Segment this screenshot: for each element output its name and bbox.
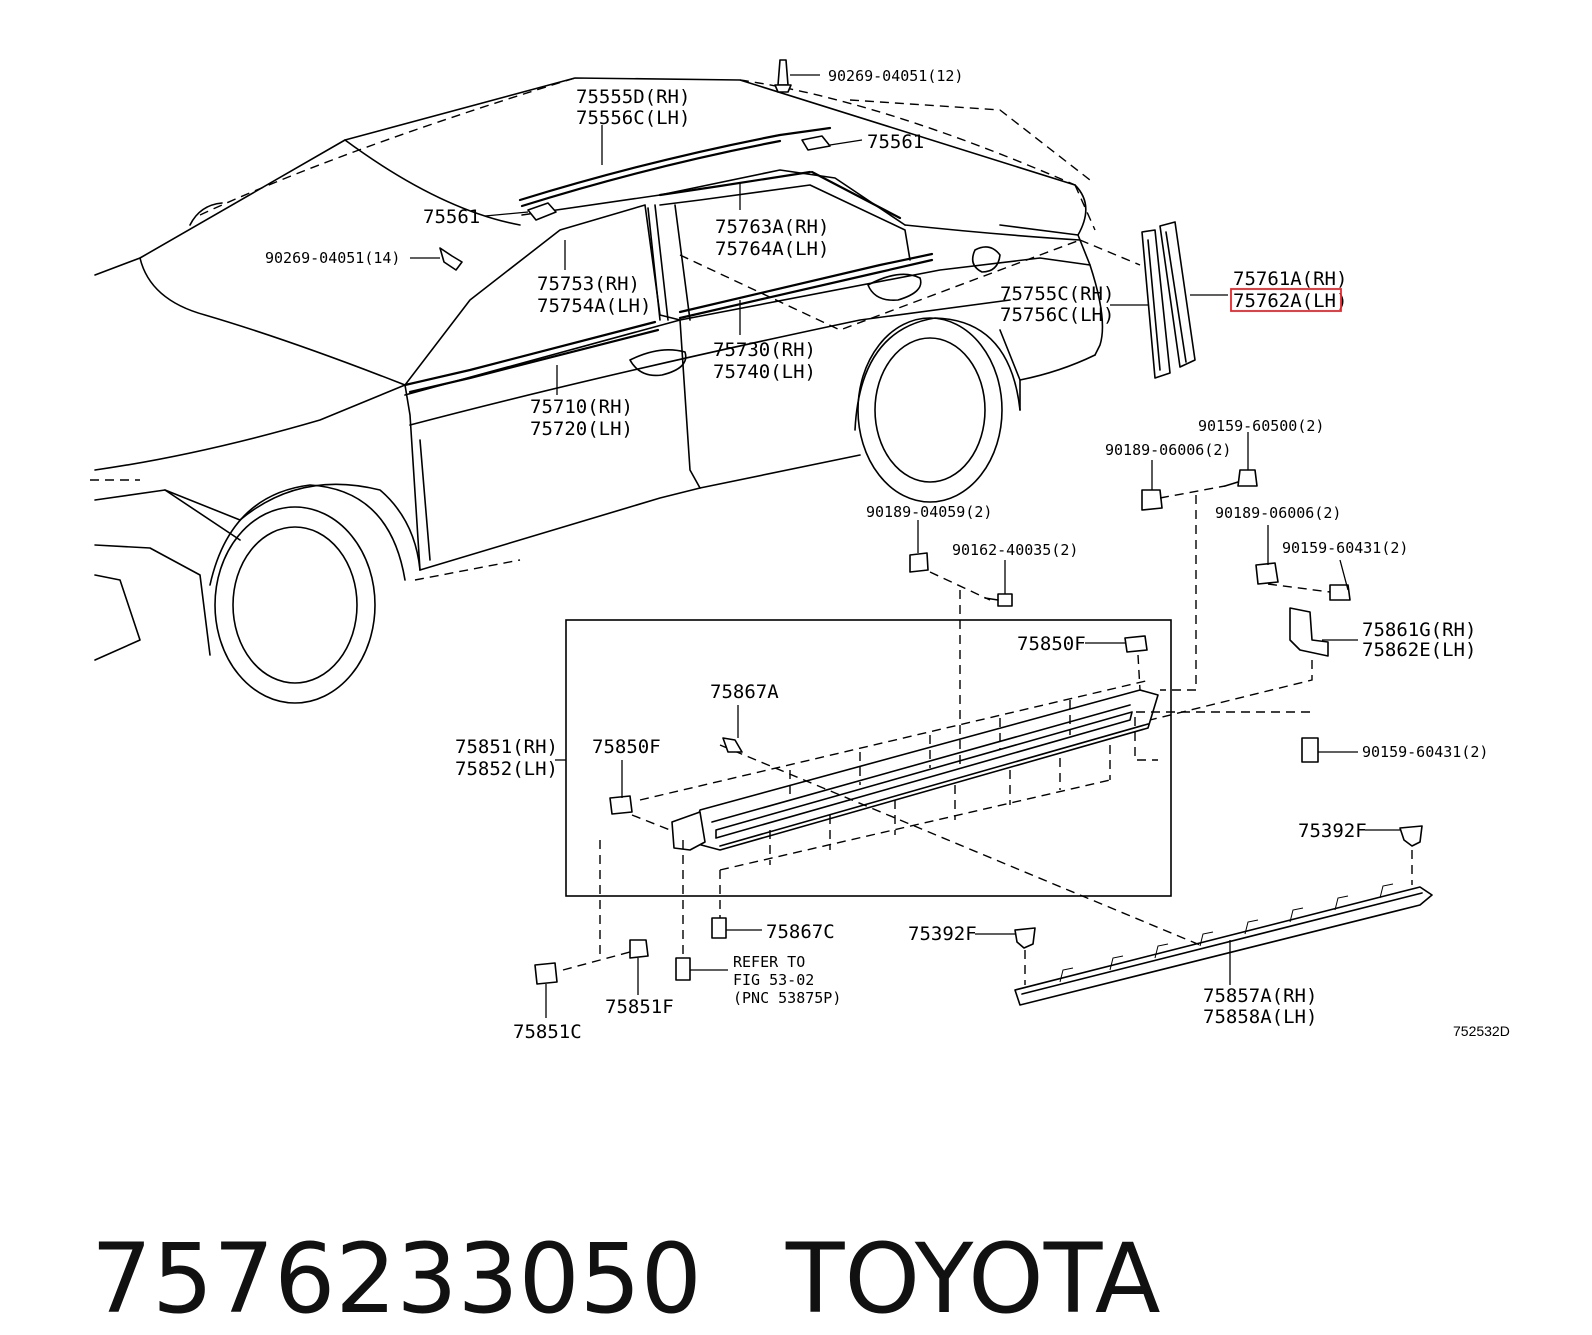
- label-75561-right[interactable]: 75561: [867, 131, 924, 153]
- label-75851c[interactable]: 75851C: [513, 1021, 582, 1043]
- label-75764a[interactable]: 75764A(LH): [715, 238, 829, 260]
- leader-lines: [410, 74, 1400, 1018]
- label-75858a[interactable]: 75858A(LH): [1203, 1006, 1317, 1028]
- label-75761a[interactable]: 75761A(RH): [1233, 268, 1347, 290]
- part-labels: 90269-04051(12) 75555D(RH) 75556C(LH) 75…: [265, 67, 1510, 1043]
- label-75710[interactable]: 75710(RH): [530, 396, 633, 418]
- label-75867a[interactable]: 75867A: [710, 681, 779, 703]
- label-75555d[interactable]: 75555D(RH): [576, 86, 690, 108]
- brand-name: TOYOTA: [785, 1223, 1161, 1335]
- car-body-outline: [94, 77, 1104, 704]
- label-75753[interactable]: 75753(RH): [537, 273, 640, 295]
- label-90189-06006-right[interactable]: 90189-06006(2): [1215, 504, 1341, 522]
- rocker-clip-guides: [639, 590, 1151, 871]
- fasteners: [439, 59, 1423, 985]
- rocker-panel-molding: [671, 689, 1159, 851]
- label-90162-40035[interactable]: 90162-40035(2): [952, 541, 1078, 559]
- label-90269-04051-12[interactable]: 90269-04051(12): [828, 67, 963, 85]
- part-number: 7576233050: [91, 1223, 702, 1335]
- label-75392f-right[interactable]: 75392F: [1298, 820, 1367, 842]
- label-75861g[interactable]: 75861G(RH): [1362, 619, 1476, 641]
- label-90159-60431-lower[interactable]: 90159-60431(2): [1362, 743, 1488, 761]
- label-75730[interactable]: 75730(RH): [713, 339, 816, 361]
- illustration-id: 752532D: [1453, 1023, 1510, 1039]
- label-75867c[interactable]: 75867C: [766, 921, 835, 943]
- label-75852[interactable]: 75852(LH): [455, 758, 558, 780]
- rocker-group-frame: [565, 619, 1172, 897]
- label-90189-06006-left[interactable]: 90189-06006(2): [1105, 441, 1231, 459]
- label-75851f[interactable]: 75851F: [605, 996, 674, 1018]
- label-75850f-upper[interactable]: 75850F: [1017, 633, 1086, 655]
- label-90159-60500[interactable]: 90159-60500(2): [1198, 417, 1324, 435]
- label-75561-left[interactable]: 75561: [423, 206, 480, 228]
- label-90159-60431-upper[interactable]: 90159-60431(2): [1282, 539, 1408, 557]
- window-frame-moldings: [403, 170, 934, 394]
- hardware-guide-lines: [562, 485, 1331, 971]
- label-75862e[interactable]: 75862E(LH): [1362, 639, 1476, 661]
- roof-drip-molding: [518, 126, 832, 221]
- refer-note-line3: (PNC 53875P): [733, 989, 841, 1007]
- label-90189-04059[interactable]: 90189-04059(2): [866, 503, 992, 521]
- label-75755c[interactable]: 75755C(RH): [1000, 283, 1114, 305]
- label-75850f-lower[interactable]: 75850F: [592, 736, 661, 758]
- refer-note-line1: REFER TO: [733, 953, 805, 971]
- label-75756c[interactable]: 75756C(LH): [1000, 304, 1114, 326]
- label-90269-04051-14[interactable]: 90269-04051(14): [265, 249, 400, 267]
- label-75763a[interactable]: 75763A(RH): [715, 216, 829, 238]
- label-75754a[interactable]: 75754A(LH): [537, 295, 651, 317]
- refer-note-line2: FIG 53-02: [733, 971, 814, 989]
- label-75556c[interactable]: 75556C(LH): [576, 107, 690, 129]
- label-75392f-left[interactable]: 75392F: [908, 923, 977, 945]
- rear-pillar-garnish: [1141, 221, 1196, 379]
- label-75851[interactable]: 75851(RH): [455, 736, 558, 758]
- label-75740[interactable]: 75740(LH): [713, 361, 816, 383]
- label-75762a-highlighted[interactable]: 75762A(LH): [1233, 290, 1347, 312]
- label-75720[interactable]: 75720(LH): [530, 418, 633, 440]
- side-protector-molding: [719, 744, 1433, 1006]
- label-75857a[interactable]: 75857A(RH): [1203, 985, 1317, 1007]
- highlight-box: [1230, 288, 1342, 312]
